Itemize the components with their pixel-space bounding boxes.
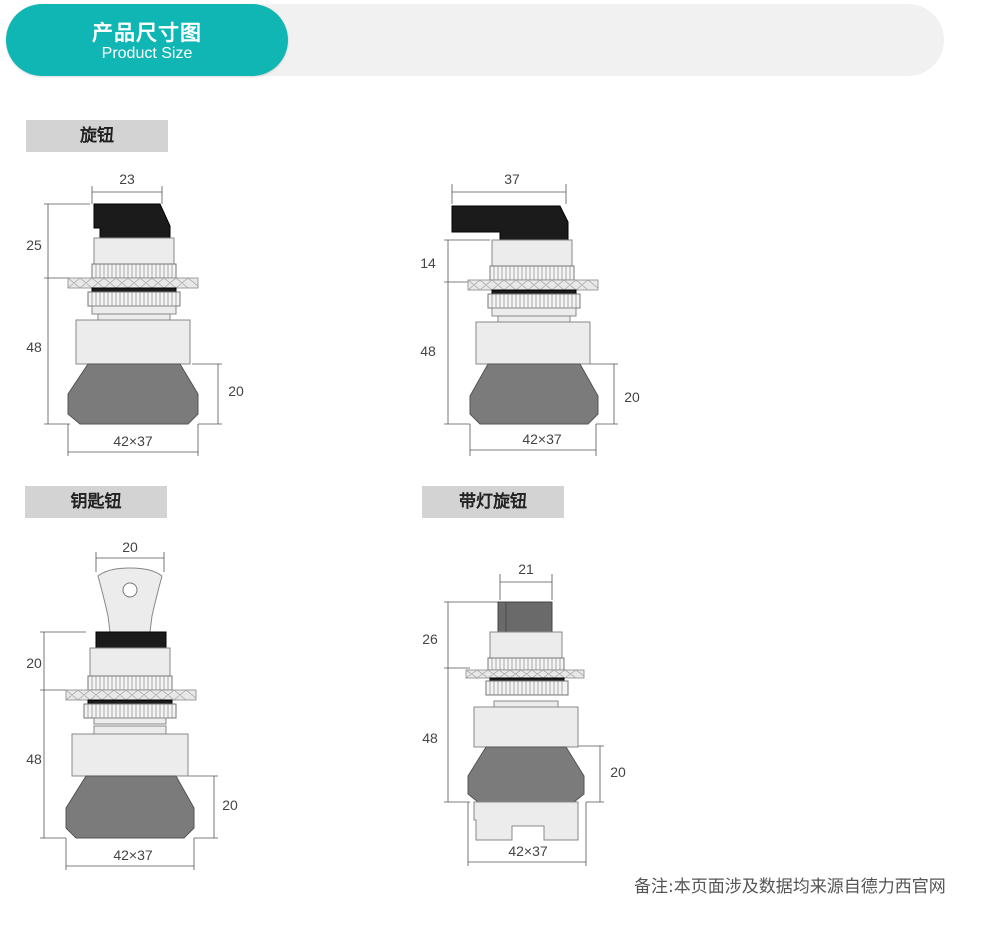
knob-long-head-height: 14 <box>420 255 436 271</box>
section-label-key: 钥匙钮 <box>25 486 167 518</box>
knob-long-lower-height: 20 <box>624 389 640 405</box>
header-title-en: Product Size <box>101 45 193 62</box>
lit-knob-body-height: 48 <box>422 730 438 746</box>
lit-knob-base: 42×37 <box>508 843 548 859</box>
lit-knob-top-width: 21 <box>518 561 534 577</box>
lit-knob-lower-height: 20 <box>610 764 626 780</box>
lit-knob-head-height: 26 <box>422 631 438 647</box>
knob-short-top-width: 23 <box>119 171 135 187</box>
knob-short-body-height: 48 <box>26 339 42 355</box>
knob-long-body-height: 48 <box>420 343 436 359</box>
lit-knob-body <box>465 601 585 841</box>
key-body <box>65 567 197 839</box>
section-header-pill: 产品尺寸图 Product Size <box>6 4 288 76</box>
knob-long-top-width: 37 <box>504 171 520 187</box>
knob-short-body <box>67 203 199 425</box>
knob-short-dimensions: 23 25 48 20 42×37 <box>26 171 244 456</box>
key-dimensions: 20 20 48 20 42×37 <box>26 539 238 870</box>
lit-knob-dimensions: 21 26 48 20 42×37 <box>422 561 626 866</box>
footer-note: 备注:本页面涉及数据均来源自德力西官网 <box>634 877 946 897</box>
knob-long-dimensions: 37 14 48 20 42×37 <box>420 171 640 456</box>
knob-short-lower-height: 20 <box>228 383 244 399</box>
section-label-knob: 旋钮 <box>26 120 168 152</box>
key-base: 42×37 <box>113 847 153 863</box>
knob-short-base: 42×37 <box>113 433 153 449</box>
key-head-height: 20 <box>26 655 42 671</box>
knob-short-head-height: 25 <box>26 237 42 253</box>
key-lower-height: 20 <box>222 797 238 813</box>
header-title-cn: 产品尺寸图 <box>92 21 202 45</box>
knob-long-base: 42×37 <box>522 431 562 447</box>
knob-long-body <box>451 205 599 425</box>
key-top-width: 20 <box>122 539 138 555</box>
section-label-lit-knob: 带灯旋钮 <box>422 486 564 518</box>
key-body-height: 48 <box>26 751 42 767</box>
